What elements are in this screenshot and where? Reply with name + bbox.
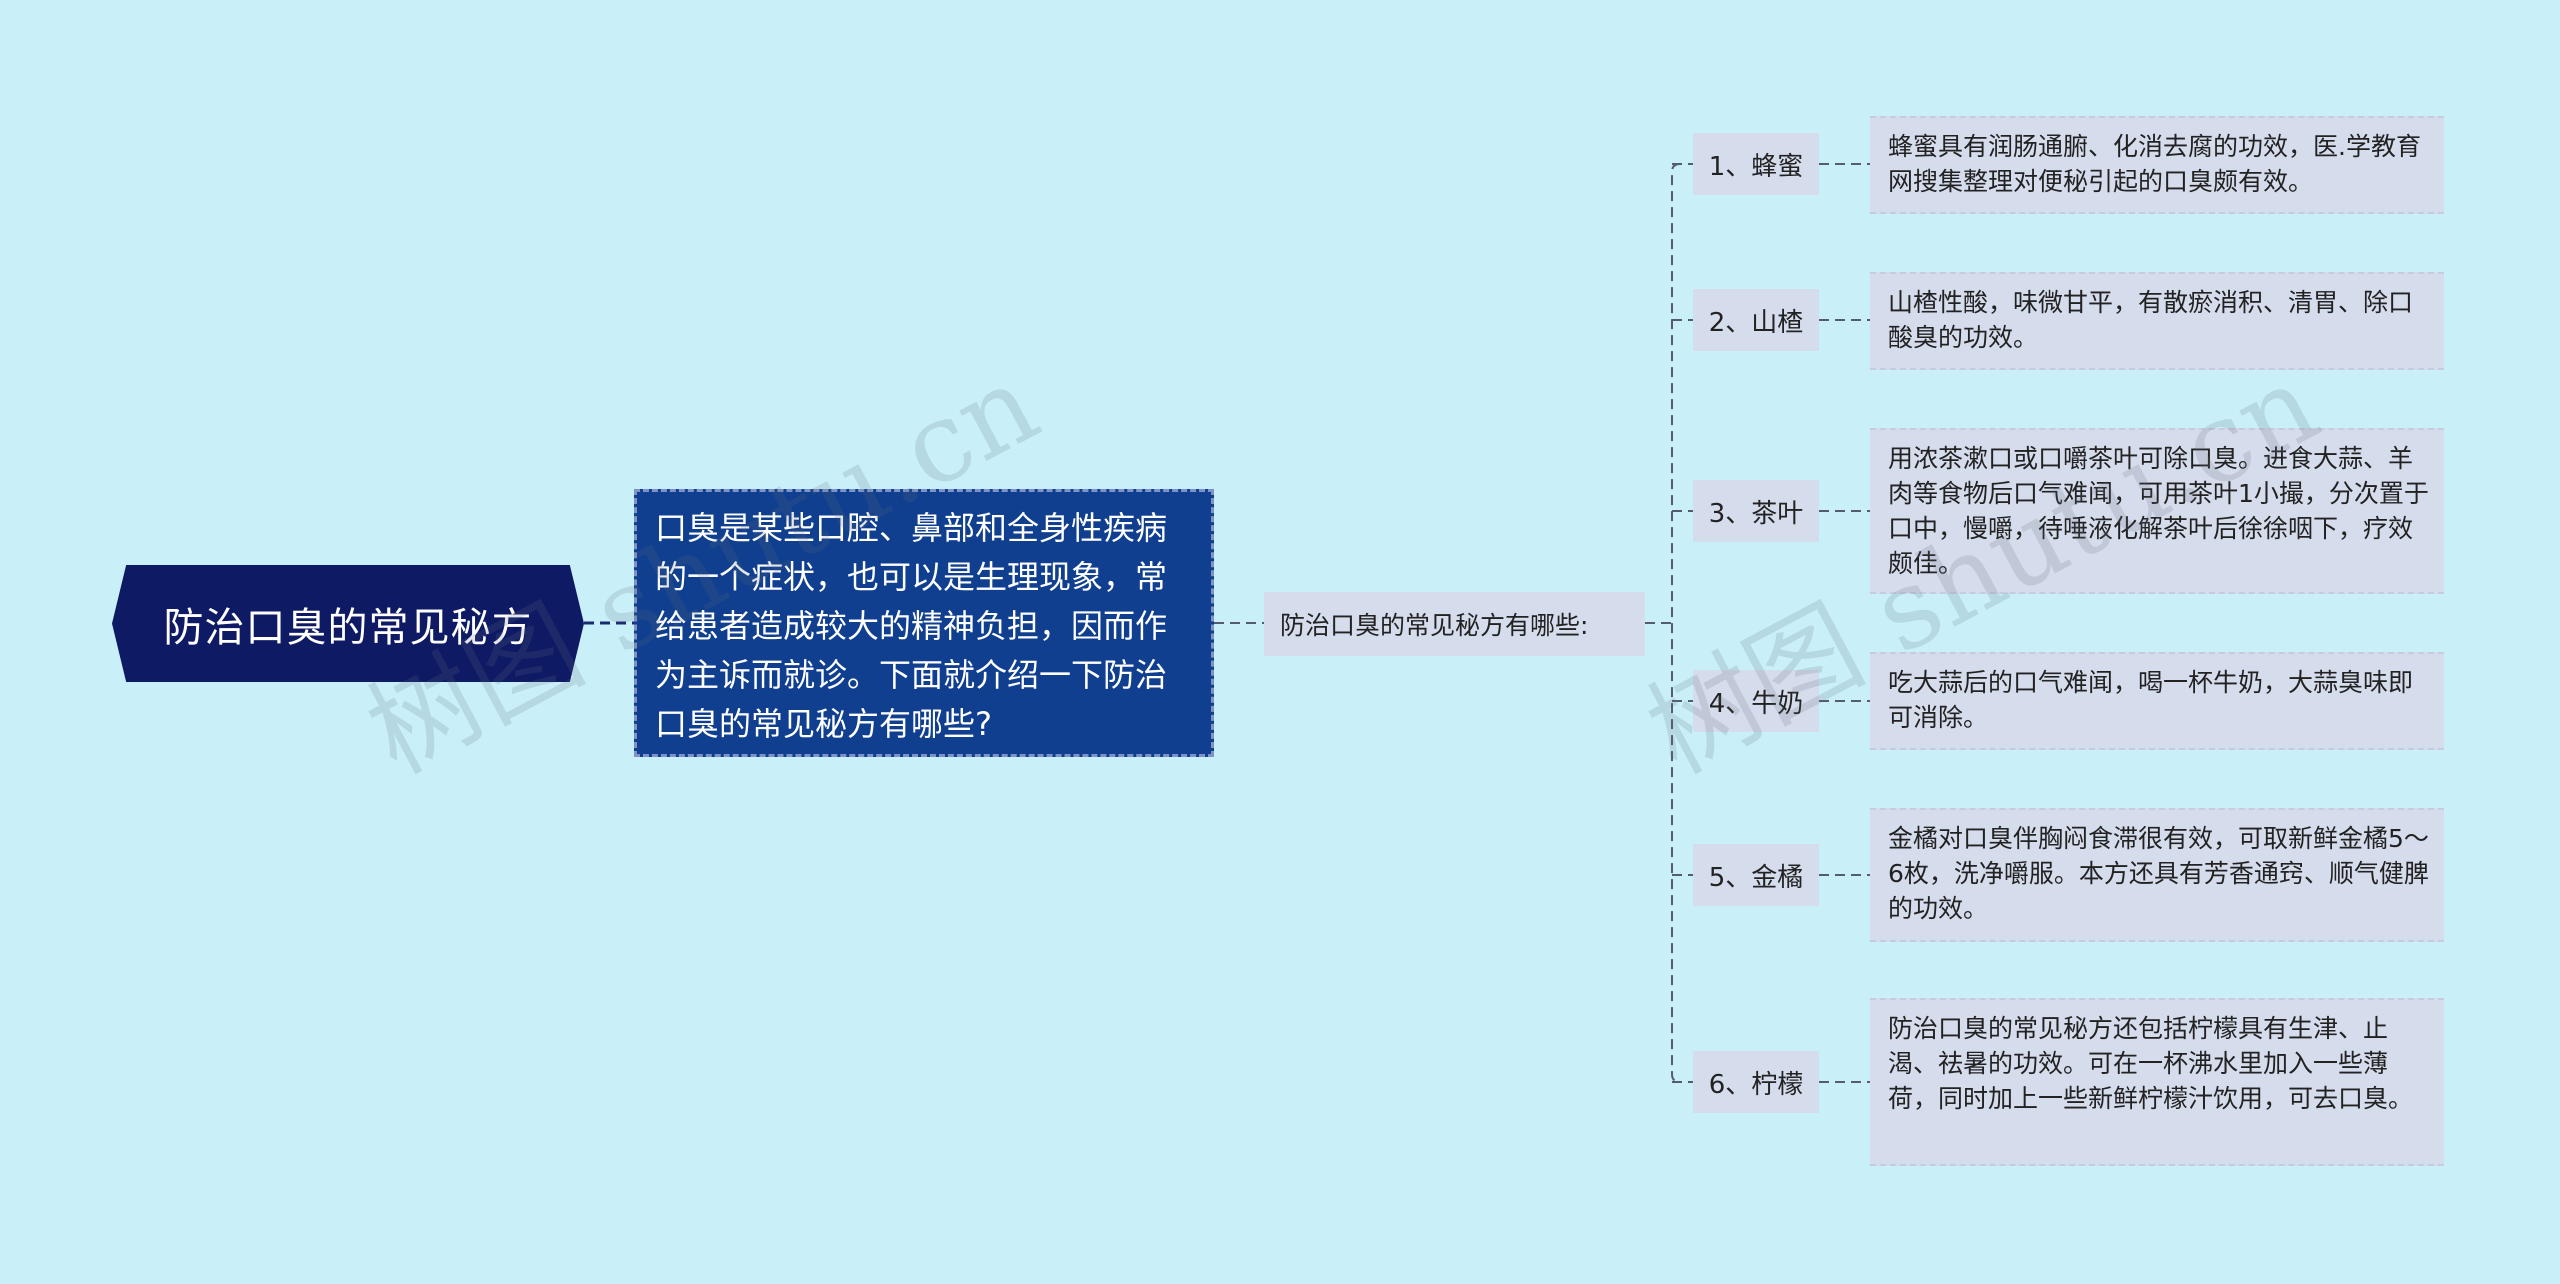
item-label-5: 5、金橘 <box>1708 862 1804 893</box>
item-text-node-2[interactable]: 山楂性酸，味微甘平，有散瘀消积、清胃、除口酸臭的功效。 <box>1870 272 2444 370</box>
root-title: 防治口臭的常见秘方 <box>163 604 533 651</box>
description-node[interactable]: 口臭是某些口腔、鼻部和全身性疾病的一个症状，也可以是生理现象，常给患者造成较大的… <box>634 489 1214 757</box>
connector-trunk <box>1671 163 1681 1083</box>
middle-label: 防治口臭的常见秘方有哪些: <box>1280 611 1589 640</box>
item-text-node-5[interactable]: 金橘对口臭伴胸闷食滞很有效，可取新鲜金橘5～6枚，洗净嚼服。本方还具有芳香通窍、… <box>1870 808 2444 942</box>
item-text-4: 吃大蒜后的口气难闻，喝一杯牛奶，大蒜臭味即可消除。 <box>1888 668 2414 732</box>
root-node[interactable]: 防治口臭的常见秘方 <box>112 565 584 682</box>
item-label-3: 3、茶叶 <box>1708 498 1804 529</box>
item-text-6: 防治口臭的常见秘方还包括柠檬具有生津、止渴、祛暑的功效。可在一杯沸水里加入一些薄… <box>1888 1014 2414 1113</box>
item-text-5: 金橘对口臭伴胸闷食滞很有效，可取新鲜金橘5～6枚，洗净嚼服。本方还具有芳香通窍、… <box>1888 824 2429 923</box>
item-text-node-6[interactable]: 防治口臭的常见秘方还包括柠檬具有生津、止渴、祛暑的功效。可在一杯沸水里加入一些薄… <box>1870 998 2444 1166</box>
item-label-node-3[interactable]: 3、茶叶 <box>1693 480 1819 542</box>
item-label-2: 2、山楂 <box>1708 307 1804 338</box>
middle-node[interactable]: 防治口臭的常见秘方有哪些: <box>1264 592 1645 656</box>
item-label-4: 4、牛奶 <box>1708 688 1804 719</box>
item-label-node-5[interactable]: 5、金橘 <box>1693 844 1819 906</box>
item-label-node-2[interactable]: 2、山楂 <box>1693 289 1819 351</box>
item-label-1: 1、蜂蜜 <box>1708 151 1804 182</box>
item-label-node-6[interactable]: 6、柠檬 <box>1693 1051 1819 1113</box>
item-text-2: 山楂性酸，味微甘平，有散瘀消积、清胃、除口酸臭的功效。 <box>1888 288 2414 352</box>
description-text: 口臭是某些口腔、鼻部和全身性疾病的一个症状，也可以是生理现象，常给患者造成较大的… <box>655 509 1168 743</box>
item-label-node-4[interactable]: 4、牛奶 <box>1693 670 1819 732</box>
item-text-1: 蜂蜜具有润肠通腑、化消去腐的功效，医.学教育网搜集整理对便秘引起的口臭颇有效。 <box>1888 132 2421 196</box>
item-text-node-4[interactable]: 吃大蒜后的口气难闻，喝一杯牛奶，大蒜臭味即可消除。 <box>1870 652 2444 750</box>
item-text-node-3[interactable]: 用浓茶漱口或口嚼茶叶可除口臭。进食大蒜、羊肉等食物后口气难闻，可用茶叶1小撮，分… <box>1870 428 2444 594</box>
item-label-node-1[interactable]: 1、蜂蜜 <box>1693 133 1819 195</box>
item-text-node-1[interactable]: 蜂蜜具有润肠通腑、化消去腐的功效，医.学教育网搜集整理对便秘引起的口臭颇有效。 <box>1870 116 2444 214</box>
item-text-3: 用浓茶漱口或口嚼茶叶可除口臭。进食大蒜、羊肉等食物后口气难闻，可用茶叶1小撮，分… <box>1888 444 2429 578</box>
item-label-6: 6、柠檬 <box>1708 1069 1804 1100</box>
